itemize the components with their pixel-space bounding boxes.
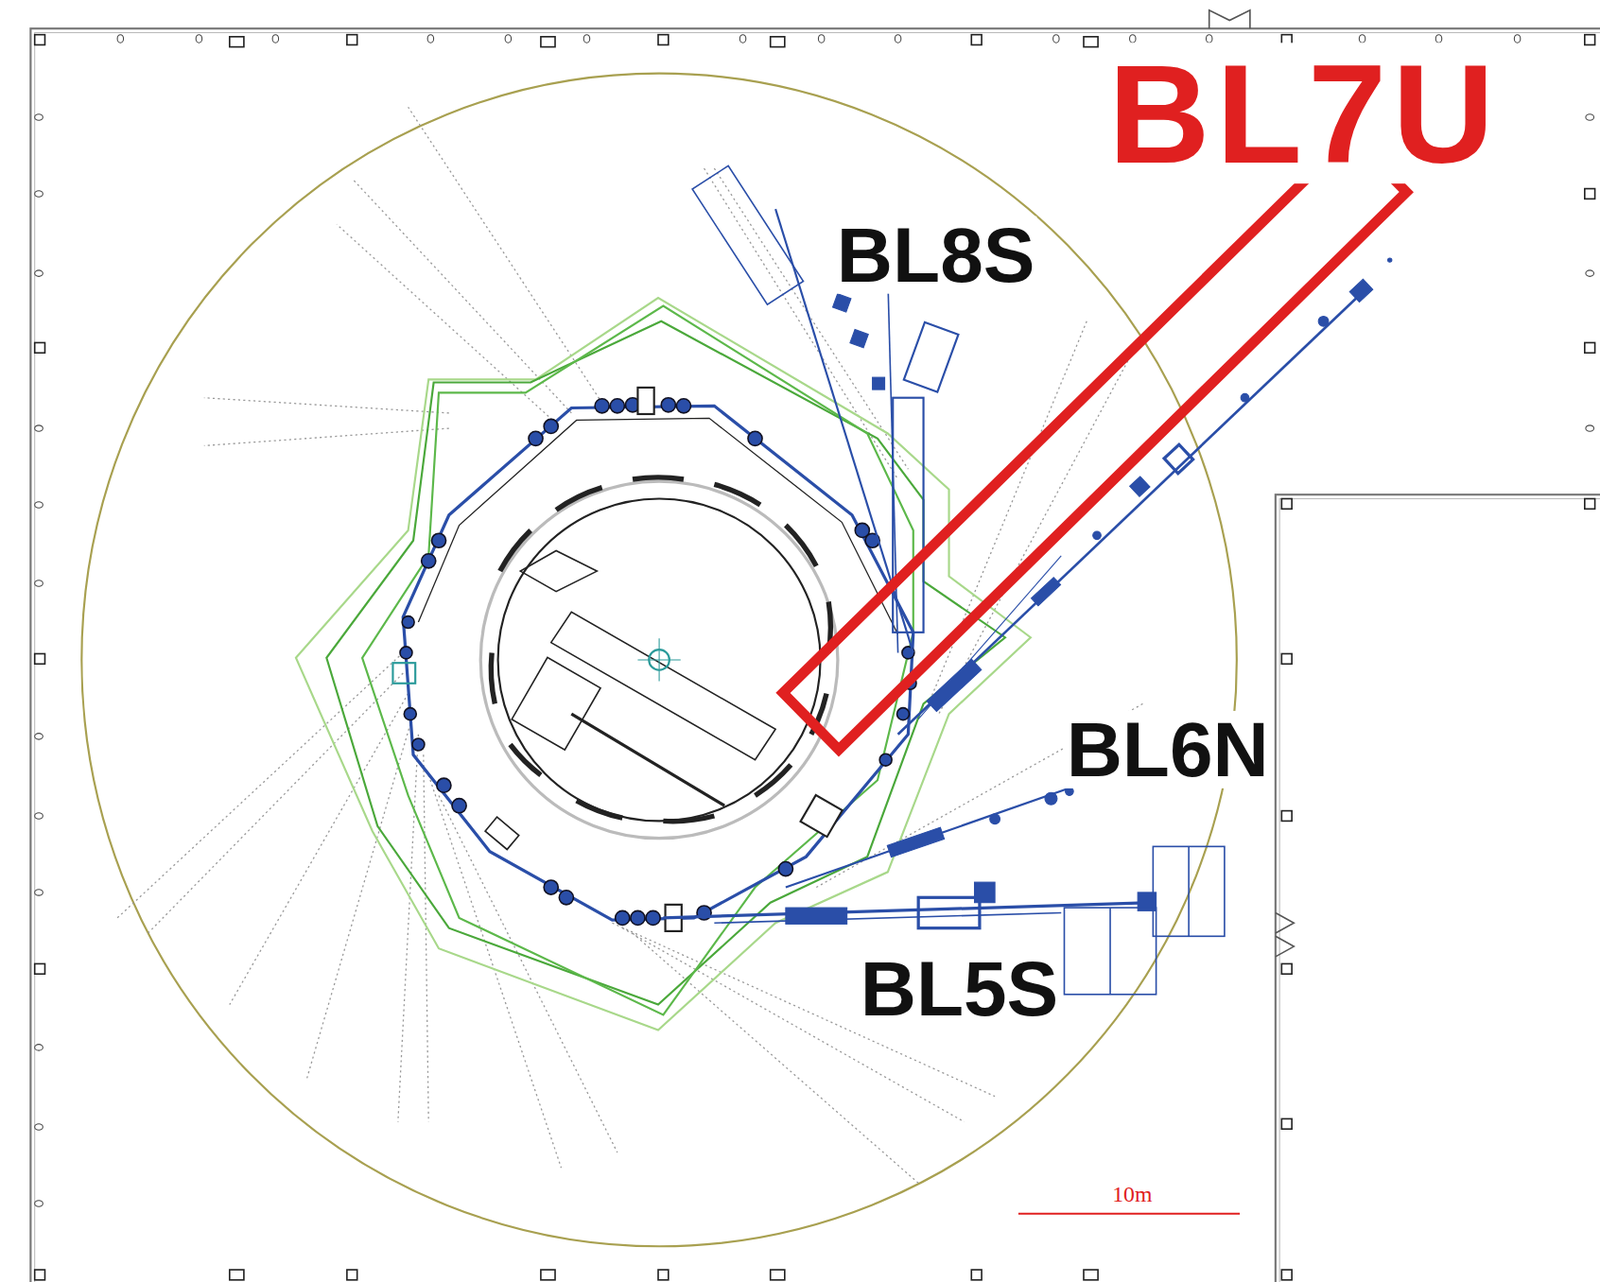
beamline-label: BL5S [858, 950, 1061, 1028]
beamline-label: BL8S [834, 216, 1038, 295]
beamline-label: BL6N [1063, 711, 1270, 789]
beamline-highlight-label: BL7U [1106, 42, 1503, 184]
scale-label: 10m [1110, 1182, 1155, 1206]
